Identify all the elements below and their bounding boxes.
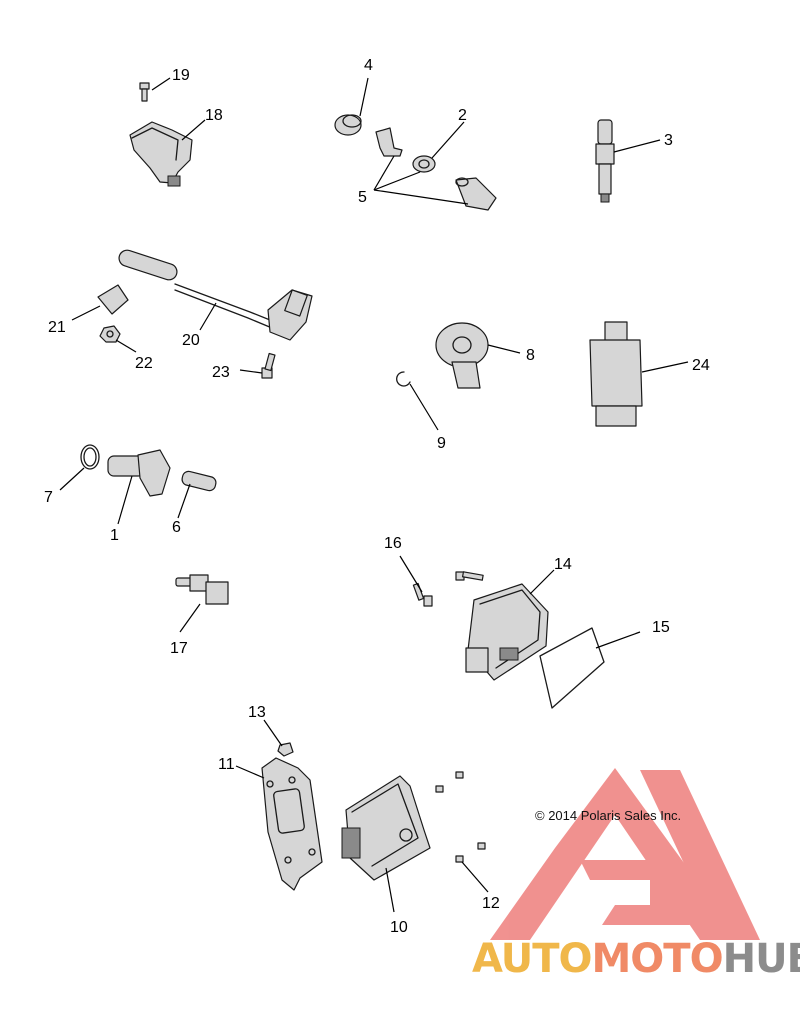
callout-5: 5 (358, 189, 367, 206)
callout-4: 4 (364, 57, 373, 74)
part-12-screws (435, 771, 486, 863)
part-1-sensor (107, 449, 171, 497)
watermark-part1: AUTO (472, 936, 592, 982)
watermark-logo (490, 768, 760, 940)
callout-19: 19 (172, 67, 190, 84)
callout-9: 9 (437, 435, 446, 452)
callout-13: 13 (248, 704, 266, 721)
part-17-sensor (175, 574, 229, 605)
watermark-part3: HUB (723, 936, 800, 982)
part-14-cover (465, 583, 549, 681)
leader-lines (59, 77, 689, 913)
part-7-oring (80, 444, 100, 470)
callout-7: 7 (44, 489, 53, 506)
part-22-nut (99, 325, 121, 343)
part-8-knock-sensor (435, 322, 489, 389)
callout-labels: 19 18 4 2 3 5 21 20 22 23 8 24 9 7 1 6 1… (44, 57, 710, 936)
callout-6: 6 (172, 519, 181, 536)
part-11-bracket (261, 757, 323, 891)
part-6-pin (181, 470, 217, 492)
part-20-sensor (118, 249, 313, 341)
callout-23: 23 (212, 364, 230, 381)
part-16-bolts (412, 571, 484, 607)
part-24-module (589, 321, 643, 427)
callout-14: 14 (554, 556, 572, 573)
callout-12: 12 (482, 895, 500, 912)
callout-24: 24 (692, 357, 710, 374)
part-4-cap (334, 114, 362, 136)
callout-20: 20 (182, 332, 200, 349)
part-21-clip (97, 284, 129, 315)
part-5-parts (375, 127, 497, 211)
callout-3: 3 (664, 132, 673, 149)
part-3-sensor (595, 119, 615, 203)
callout-21: 21 (48, 319, 66, 336)
part-23-bolt (261, 352, 276, 379)
callout-16: 16 (384, 535, 402, 552)
part-2-ring (412, 155, 436, 173)
callout-18: 18 (205, 107, 223, 124)
callout-11: 11 (218, 756, 235, 773)
callout-10: 10 (390, 919, 408, 936)
part-19-bolt (139, 82, 150, 102)
copyright-text: © 2014 Polaris Sales Inc. (535, 808, 681, 823)
callout-17: 17 (170, 640, 188, 657)
watermark-text: AUTOMOTOHUB (472, 936, 800, 982)
part-15-gasket (539, 627, 605, 709)
callout-15: 15 (652, 619, 670, 636)
part-13-bolt (277, 742, 294, 757)
callout-8: 8 (526, 347, 535, 364)
watermark-part2: MOTO (592, 936, 723, 982)
callout-22: 22 (135, 355, 153, 372)
part-10-ecu (341, 775, 431, 881)
callout-2: 2 (458, 107, 467, 124)
part-18-sensor (129, 121, 193, 187)
callout-1: 1 (110, 527, 119, 544)
part-9-clip (396, 371, 411, 387)
